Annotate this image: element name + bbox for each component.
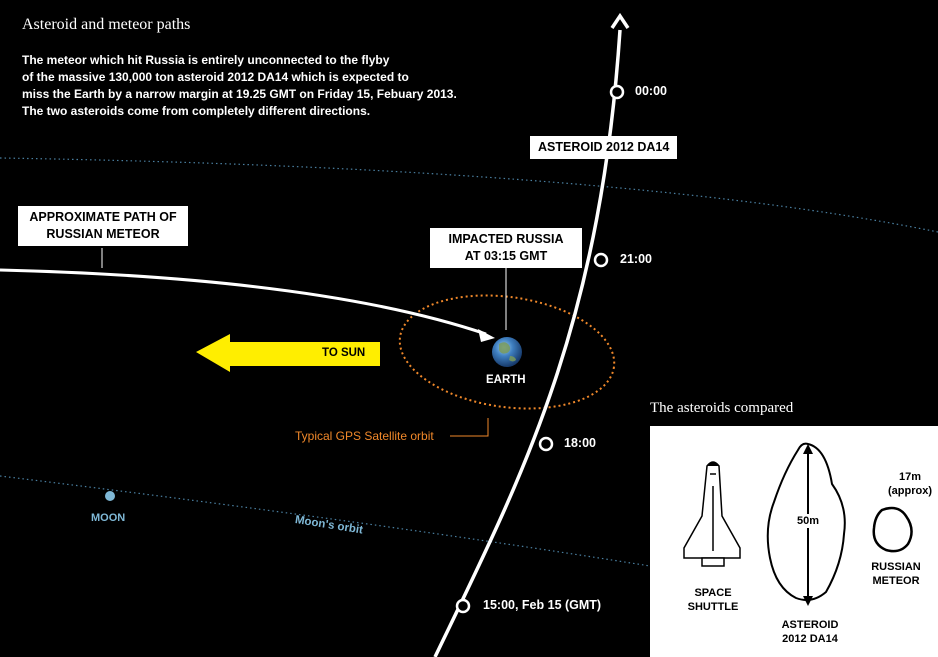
page-title: Asteroid and meteor paths bbox=[22, 16, 191, 33]
shuttle-nose bbox=[707, 462, 719, 466]
asteroid-compare-line: 2012 DA14 bbox=[782, 633, 838, 645]
earth-orbit bbox=[0, 157, 938, 233]
meteor-compare-line: RUSSIAN bbox=[871, 561, 921, 573]
asteroid-arrowhead bbox=[610, 12, 630, 29]
asteroid-compare-label: ASTEROID 2012 DA14 bbox=[770, 618, 850, 646]
meteor-size-label: 17m (approx) bbox=[880, 470, 938, 498]
compare-panel: 17m (approx) 50m SPACE SHUTTLE ASTEROID … bbox=[650, 426, 938, 657]
earth-landmass bbox=[499, 342, 516, 362]
intro-line: of the massive 130,000 ton asteroid 2012… bbox=[22, 70, 409, 84]
meteor-label-line: APPROXIMATE PATH OF bbox=[29, 210, 177, 224]
shuttle-label-line: SPACE bbox=[694, 587, 732, 599]
asteroid-size-label: 50m bbox=[790, 514, 826, 528]
moon-orbit bbox=[0, 475, 651, 567]
asteroid-label: ASTEROID 2012 DA14 bbox=[530, 136, 678, 159]
compare-title: The asteroids compared bbox=[650, 400, 794, 416]
earth-label: EARTH bbox=[486, 374, 526, 386]
meteor-path-label: APPROXIMATE PATH OF RUSSIAN METEOR bbox=[18, 206, 188, 246]
time-marker-0000 bbox=[609, 84, 625, 100]
intro-line: The two asteroids come from completely d… bbox=[22, 104, 371, 118]
intro-line: miss the Earth by a narrow margin at 19.… bbox=[22, 87, 457, 101]
time-label-2100: 21:00 bbox=[620, 252, 652, 266]
space-shuttle-icon bbox=[683, 461, 741, 567]
time-marker-1800 bbox=[538, 436, 554, 452]
asteroid-size-arrow-bottom bbox=[803, 596, 813, 606]
intro-line: The meteor which hit Russia is entirely … bbox=[22, 53, 390, 67]
compare-graphics bbox=[683, 442, 913, 606]
impact-label: IMPACTED RUSSIA AT 03:15 GMT bbox=[430, 228, 582, 268]
gps-orbit bbox=[398, 294, 616, 410]
shuttle-label-line: SHUTTLE bbox=[687, 601, 739, 613]
moon-label: MOON bbox=[91, 512, 126, 524]
sun-arrow bbox=[196, 334, 380, 372]
time-label-1800: 18:00 bbox=[564, 436, 596, 450]
time-marker-2100 bbox=[593, 252, 609, 268]
shuttle-label: SPACE SHUTTLE bbox=[678, 586, 748, 614]
meteor-size-line: 17m bbox=[898, 471, 922, 483]
time-label-1500: 15:00, Feb 15 (GMT) bbox=[483, 598, 602, 612]
impact-label-line: AT 03:15 GMT bbox=[464, 249, 548, 263]
meteor-compare-line: METEOR bbox=[872, 575, 920, 587]
time-label-0000: 00:00 bbox=[635, 84, 667, 98]
intro-text: The meteor which hit Russia is entirely … bbox=[22, 52, 482, 120]
gps-orbit-label: Typical GPS Satellite orbit bbox=[295, 429, 434, 443]
asteroid-path bbox=[433, 29, 622, 657]
meteor-label-line: RUSSIAN METEOR bbox=[46, 227, 160, 241]
meteor-compare-label: RUSSIAN METEOR bbox=[864, 560, 928, 588]
meteor-size-line: (approx) bbox=[888, 485, 932, 497]
sun-label: TO SUN bbox=[322, 347, 366, 359]
gps-leader bbox=[450, 418, 489, 437]
time-marker-1500 bbox=[455, 598, 471, 614]
impact-label-line: IMPACTED RUSSIA bbox=[448, 232, 564, 246]
asteroid-size-arrow-top bbox=[803, 444, 813, 454]
asteroid-compare-line: ASTEROID bbox=[781, 619, 839, 631]
moon-dot bbox=[105, 491, 115, 501]
meteor-arrowhead bbox=[478, 329, 495, 342]
meteor-shape-icon bbox=[872, 506, 913, 553]
meteor-path bbox=[0, 268, 487, 336]
